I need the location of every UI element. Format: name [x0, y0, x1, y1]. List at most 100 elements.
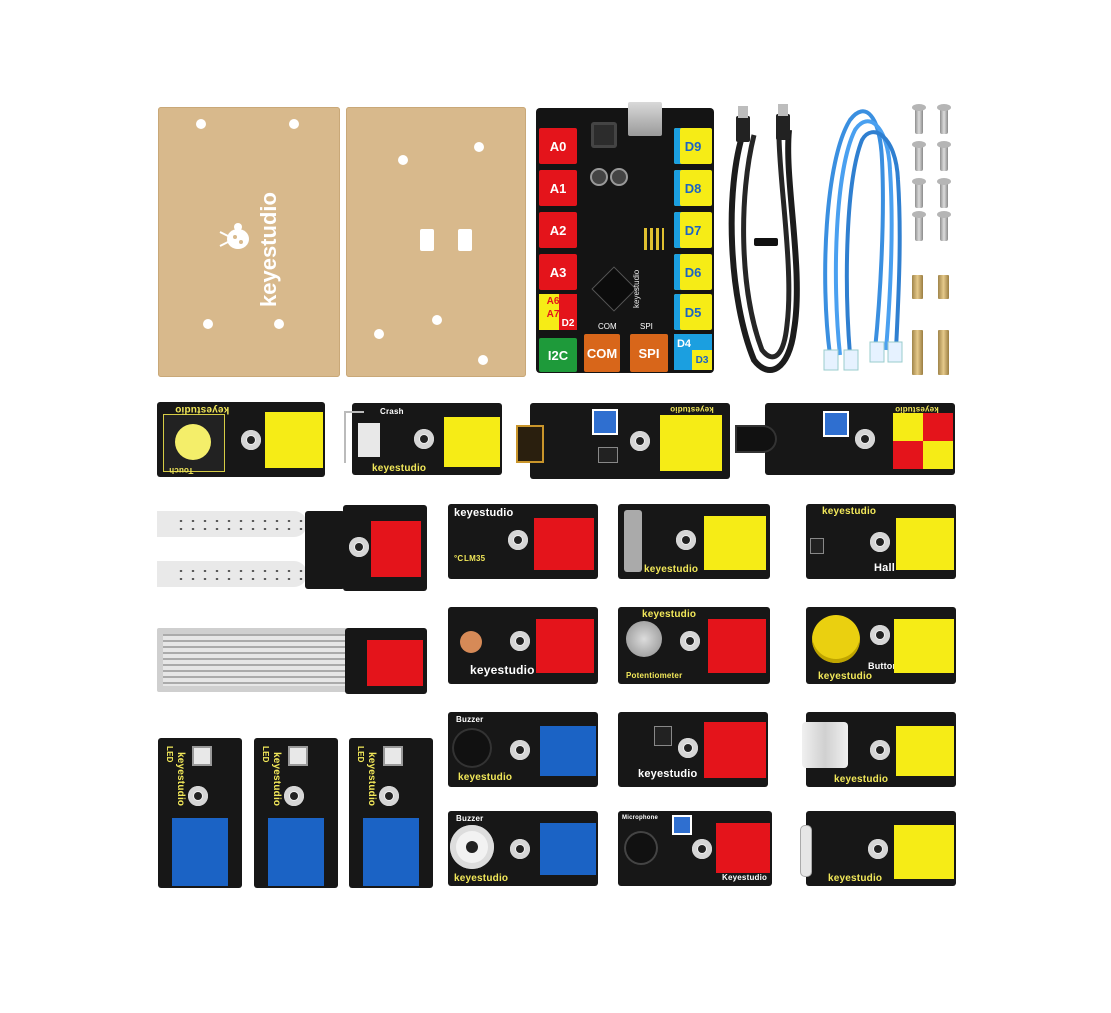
connector-blue — [172, 818, 228, 886]
connector-red — [534, 518, 594, 570]
tilt-switch-module: keyestudio — [802, 712, 956, 787]
water-level-module — [157, 628, 427, 694]
line-tracking-module: keyestudio — [516, 403, 730, 479]
connector-yellow — [660, 415, 722, 471]
port-d3-label: D3 — [695, 354, 709, 366]
connector-red — [716, 823, 770, 873]
ladybug-logo-icon — [216, 222, 256, 254]
led-module: LED keyestudio — [158, 738, 242, 888]
port-d7: D7 — [674, 212, 712, 248]
hall-module: keyestudio Hall — [806, 504, 956, 579]
active-buzzer-module: Buzzer keyestudio — [448, 712, 598, 787]
connector-yellow — [704, 516, 766, 570]
copper-standoff — [938, 330, 949, 375]
silk-spi: SPI — [640, 322, 653, 331]
screw — [912, 141, 926, 171]
connector-red — [536, 619, 594, 673]
module-brand: keyestudio — [822, 506, 877, 517]
photocell-module: keyestudio — [448, 607, 598, 684]
connector-yellow — [444, 417, 500, 467]
connector-blue — [540, 823, 596, 875]
acrylic-plate-left: keyestudio — [158, 107, 340, 377]
module-brand: keyestudio — [271, 752, 282, 807]
module-label: LED — [356, 746, 365, 763]
connector-red — [704, 722, 766, 778]
port-d4-label: D4 — [676, 338, 692, 350]
tilt-switch — [802, 722, 848, 768]
button-cap — [812, 615, 860, 663]
module-label: Touch — [169, 466, 194, 475]
screw — [912, 104, 926, 134]
port-a7-label: A7 — [546, 308, 560, 320]
connector-yellow — [265, 412, 323, 468]
ir-receiver-module: keyestudio — [618, 712, 768, 787]
power-jack — [591, 122, 617, 148]
port-com: COM — [584, 334, 620, 372]
switch-lever — [344, 411, 364, 463]
connector-red — [367, 640, 423, 686]
port-d2-label: D2 — [561, 317, 575, 329]
buzzer-icon — [452, 728, 492, 768]
copper-standoff — [912, 330, 923, 375]
microphone-module: Microphone Keyestudio — [618, 811, 772, 886]
connector-yellow — [894, 619, 954, 673]
module-brand: keyestudio — [366, 752, 377, 807]
port-d4d3: D4 D3 — [674, 334, 712, 370]
port-a6-label: A6 — [546, 295, 560, 307]
connector-blue — [363, 818, 419, 886]
module-brand: keyestudio — [458, 772, 513, 783]
screw — [912, 178, 926, 208]
port-i2c: I2C — [539, 338, 577, 372]
screw — [912, 211, 926, 241]
module-label: Microphone — [622, 815, 658, 821]
port-a3: A3 — [539, 254, 577, 290]
microswitch — [358, 423, 380, 457]
module-brand: keyestudio — [454, 873, 509, 884]
led-icon — [192, 746, 212, 766]
module-brand: keyestudio — [670, 405, 714, 414]
screw — [937, 141, 951, 171]
module-part: LM35 — [464, 554, 486, 563]
module-label: Button — [868, 661, 899, 671]
module-label: Buzzer — [456, 715, 484, 724]
usb-cable — [728, 104, 800, 373]
knob-icon — [626, 621, 662, 657]
potentiometer-knob — [592, 409, 618, 435]
microphone-icon — [624, 831, 658, 865]
module-brand: keyestudio — [638, 768, 698, 780]
screw — [937, 211, 951, 241]
soil-moisture-module — [155, 505, 427, 591]
potentiometer-knob — [672, 815, 692, 835]
usb-port — [628, 102, 662, 136]
copper-standoff — [938, 275, 949, 299]
tilt-module-small: keyestudio — [618, 504, 770, 579]
capacitor — [590, 168, 608, 186]
led-module: LED keyestudio — [349, 738, 433, 888]
port-spi: SPI — [630, 334, 668, 372]
rj11-cable — [823, 109, 903, 371]
potentiometer-module: keyestudio Potentiometer — [618, 607, 770, 684]
module-brand: Keyestudio — [722, 873, 768, 882]
led-icon — [288, 746, 308, 766]
silk-com: COM — [598, 322, 617, 331]
module-brand: keyestudio — [175, 404, 230, 415]
port-a0: A0 — [539, 128, 577, 164]
reed-switch — [800, 825, 812, 877]
module-brand: keyestudio — [454, 507, 514, 519]
module-brand: keyestudio — [372, 463, 427, 474]
plate-brand-text: keyestudio — [256, 192, 281, 307]
screw — [937, 178, 951, 208]
connector-red — [708, 619, 766, 673]
module-brand: keyestudio — [642, 609, 697, 620]
module-brand: keyestudio — [644, 564, 699, 575]
module-brand: keyestudio — [828, 873, 883, 884]
module-label: LED — [165, 746, 174, 763]
touch-module: keyestudio Touch — [157, 402, 325, 477]
connector-red-yellow — [893, 413, 953, 469]
module-label: Hall — [874, 562, 895, 574]
connector-yellow — [896, 518, 954, 570]
module-label: Buzzer — [456, 814, 484, 823]
led-module: LED keyestudio — [254, 738, 338, 888]
connector-red — [371, 521, 421, 577]
flame-module: keyestudio — [735, 403, 955, 475]
